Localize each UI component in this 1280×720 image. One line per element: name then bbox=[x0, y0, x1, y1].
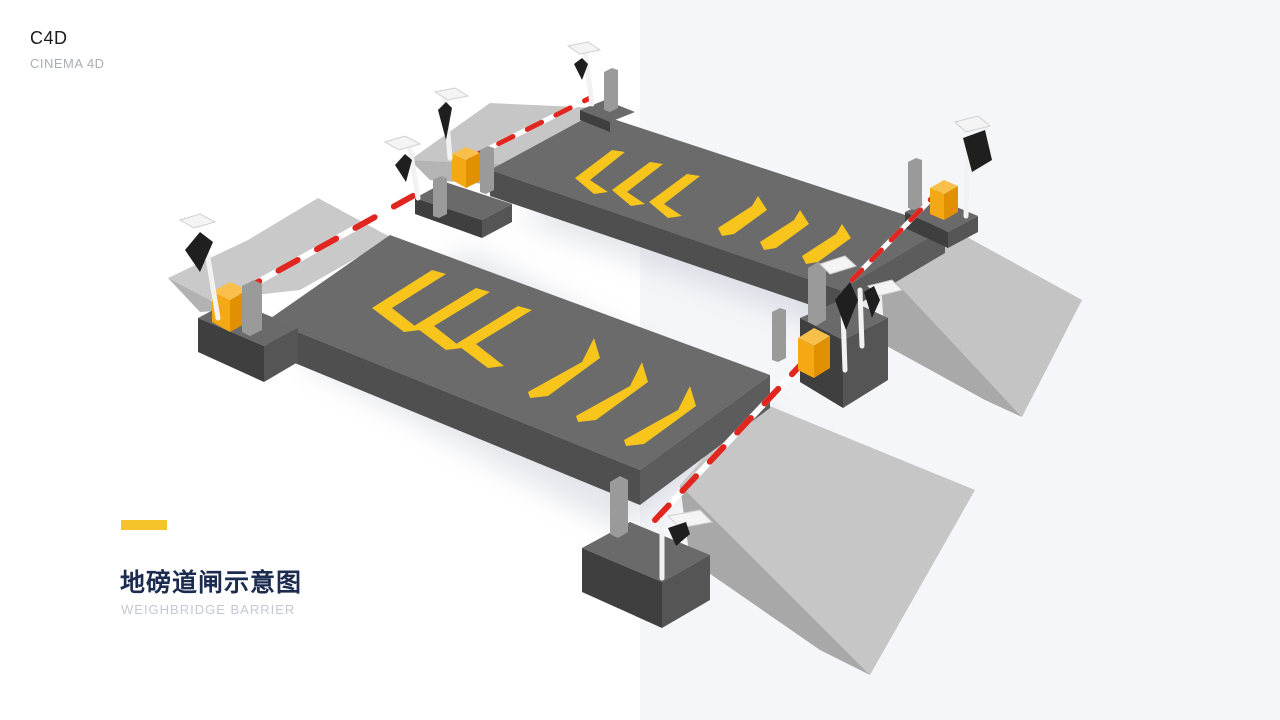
display-panels bbox=[185, 58, 992, 546]
barrier-arm-front-left bbox=[237, 189, 423, 295]
gate-box-front-right bbox=[798, 328, 830, 378]
back-arrows-right bbox=[718, 196, 851, 264]
front-ramp-right bbox=[680, 400, 975, 675]
back-ramp-right bbox=[880, 225, 1082, 417]
page-subtitle: WEIGHBRIDGE BARRIER bbox=[121, 602, 296, 617]
brand-subtitle: CINEMA 4D bbox=[30, 56, 105, 71]
front-arrows-left bbox=[372, 270, 532, 368]
back-arrows-left bbox=[575, 150, 700, 218]
front-arrows-right bbox=[528, 338, 696, 446]
gate-box-back-right bbox=[930, 180, 958, 220]
barrier-arm-back-right bbox=[849, 187, 943, 283]
accent-bar bbox=[121, 520, 167, 530]
barrier-arm-front-right bbox=[652, 352, 813, 523]
sensor-posts bbox=[242, 68, 922, 538]
base-front-right bbox=[582, 522, 710, 628]
gate-box-back-left bbox=[452, 147, 480, 188]
front-platform bbox=[268, 235, 770, 505]
brand-title: C4D bbox=[30, 28, 68, 48]
page-title: 地磅道闸示意图 bbox=[120, 568, 303, 597]
